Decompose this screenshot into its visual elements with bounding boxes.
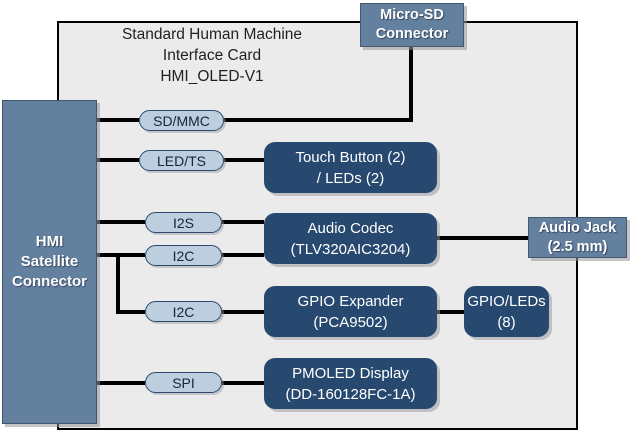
bus-label-sdmmc[interactable]: SD/MMC (139, 110, 224, 131)
pmoled-display-block[interactable]: PMOLED Display (DD-160128FC-1A) (264, 358, 437, 409)
touch-button-block[interactable]: Touch Button (2) / LEDs (2) (264, 142, 437, 193)
bus-label-spi[interactable]: SPI (145, 372, 222, 393)
bus-label-i2s-text: I2S (172, 214, 194, 231)
hmi-satellite-connector[interactable]: HMI Satellite Connector (2, 100, 97, 424)
bus-label-ledts-text: LED/TS (156, 152, 206, 169)
audio-jack[interactable]: Audio Jack (2.5 mm) (528, 217, 627, 258)
bus-label-i2c-codec[interactable]: I2C (145, 245, 222, 266)
card-title: Standard Human Machine Interface Card HM… (121, 26, 303, 85)
bus-label-i2s[interactable]: I2S (145, 212, 222, 233)
micro-sd-connector[interactable]: Micro-SD Connector (360, 3, 464, 47)
gpio-expander-block-label: GPIO Expander (PCA9502) (297, 292, 404, 331)
audio-jack-label: Audio Jack (2.5 mm) (538, 219, 617, 255)
micro-sd-connector-label: Micro-SD Connector (375, 7, 449, 42)
audio-codec-block-label: Audio Codec (TLV320AIC3204) (290, 219, 411, 258)
pmoled-display-block-label: PMOLED Display (DD-160128FC-1A) (285, 364, 416, 403)
bus-label-i2c-codec-text: I2C (172, 247, 195, 264)
audio-codec-block[interactable]: Audio Codec (TLV320AIC3204) (264, 213, 437, 264)
bus-label-ledts[interactable]: LED/TS (139, 150, 224, 171)
bus-label-spi-text: SPI (172, 374, 195, 391)
hmi-satellite-connector-label: HMI Satellite Connector (12, 233, 87, 290)
touch-button-block-label: Touch Button (2) / LEDs (2) (295, 148, 406, 187)
bus-label-i2c-gpio[interactable]: I2C (145, 301, 222, 322)
gpio-leds-block-label: GPIO/LEDs (8) (467, 292, 546, 331)
gpio-leds-block[interactable]: GPIO/LEDs (8) (464, 286, 549, 337)
bus-label-i2c-gpio-text: I2C (172, 303, 195, 320)
bus-label-sdmmc-text: SD/MMC (153, 112, 210, 129)
gpio-expander-block[interactable]: GPIO Expander (PCA9502) (264, 286, 437, 337)
